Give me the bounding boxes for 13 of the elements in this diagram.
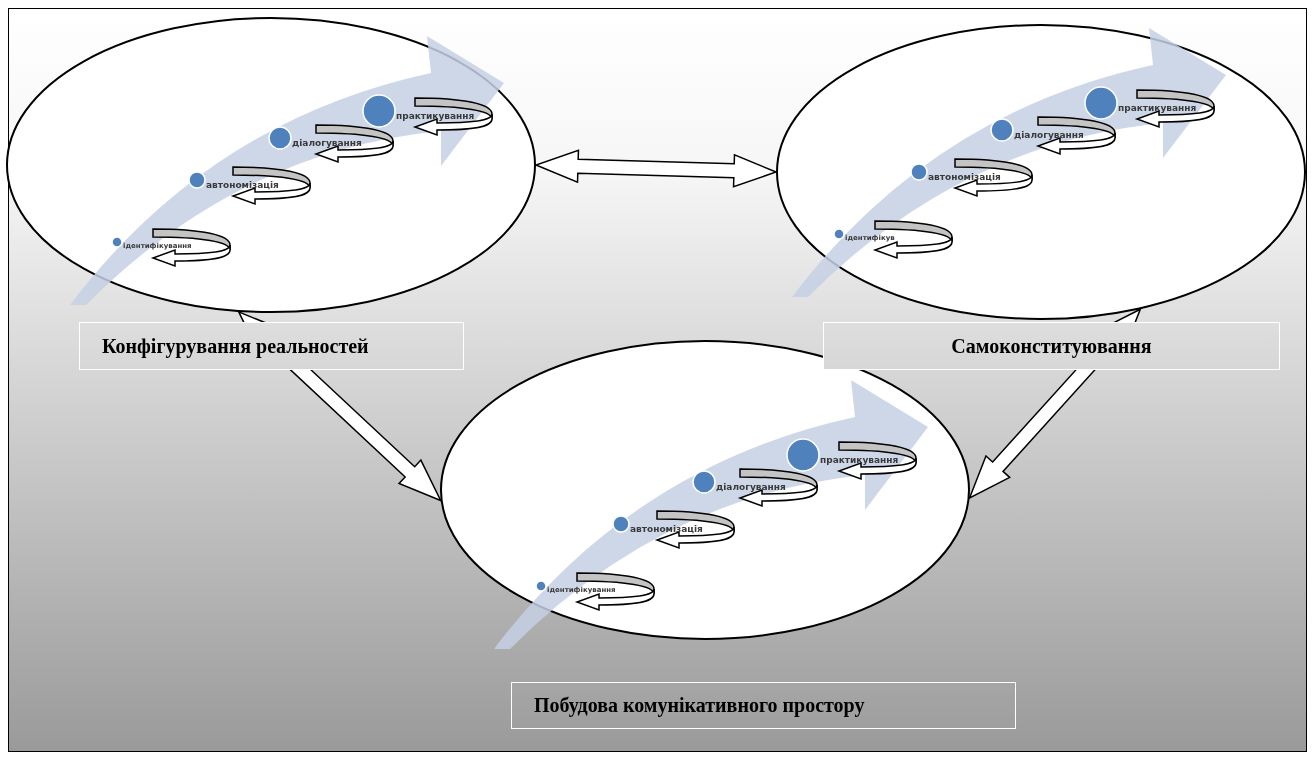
step-label: практикування <box>1118 104 1197 113</box>
step-label: діалогування <box>292 139 362 148</box>
step-label: діалогування <box>1014 131 1084 140</box>
step-label: автономізація <box>206 181 279 190</box>
step-label: практикування <box>396 112 475 121</box>
step-label: діалогування <box>716 483 786 492</box>
double-block-arrow <box>533 149 779 188</box>
title-label: Побудова комунікативного простору <box>534 694 865 717</box>
step-label: автономізація <box>928 173 1001 182</box>
title-label: Конфігурування реальностей <box>102 334 369 358</box>
step-label: практикування <box>820 456 899 465</box>
title-label: Самоконституювання <box>951 334 1152 358</box>
step-label: автономізація <box>630 525 703 534</box>
